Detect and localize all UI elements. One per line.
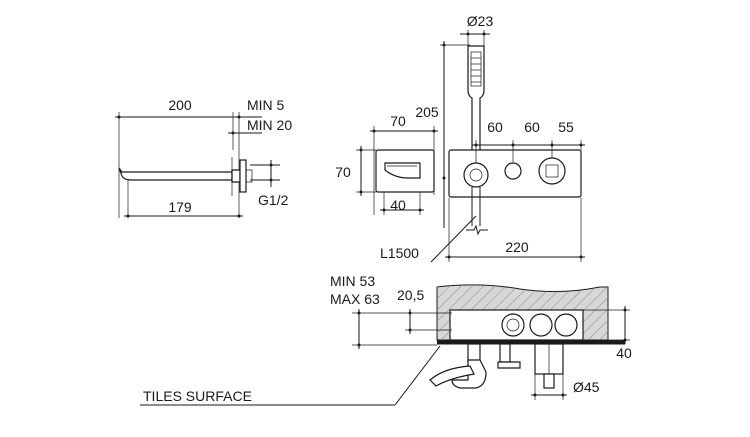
handshower-holder: [463, 162, 489, 188]
panel-view: Ø23 205: [380, 13, 585, 263]
mixer-knob: [538, 157, 566, 185]
dimension-179-label: 179: [168, 199, 192, 215]
depth-40-label: 40: [616, 345, 632, 361]
height-205-label: 205: [415, 104, 439, 120]
plate-width-70-label: 70: [390, 113, 406, 129]
spacing-60-b-label: 60: [524, 119, 540, 135]
spacing-60-a-label: 60: [487, 119, 503, 135]
plate-height-70-label: 70: [335, 164, 351, 180]
knob-diameter-label: Ø45: [573, 379, 600, 395]
spout-view: 200 MIN 5 MIN 20 G1/2 179: [115, 97, 292, 218]
plate-width-40-label: 40: [390, 197, 406, 213]
handshower-diameter-label: Ø23: [467, 13, 494, 29]
hose-length-label: L1500: [380, 245, 419, 261]
thread-label: G1/2: [258, 192, 289, 208]
dimension-200-label: 200: [168, 97, 192, 113]
spacing-55-label: 55: [558, 119, 574, 135]
tiles-surface-label: TILES SURFACE: [143, 388, 252, 404]
diverter-knob: [504, 162, 522, 180]
min-5-label: MIN 5: [247, 97, 285, 113]
spout-body: [118, 167, 233, 181]
max-63-label: MAX 63: [330, 291, 380, 307]
min-20-label: MIN 20: [247, 117, 292, 133]
depth-20-5-label: 20,5: [397, 287, 424, 303]
width-220-label: 220: [505, 239, 529, 255]
cover-plate-view: 70 70 40: [335, 113, 438, 215]
section-view: MIN 53 MAX 63 20,5 40 Ø45 TILES SURFACE: [140, 273, 632, 406]
min-53-label: MIN 53: [330, 273, 375, 289]
